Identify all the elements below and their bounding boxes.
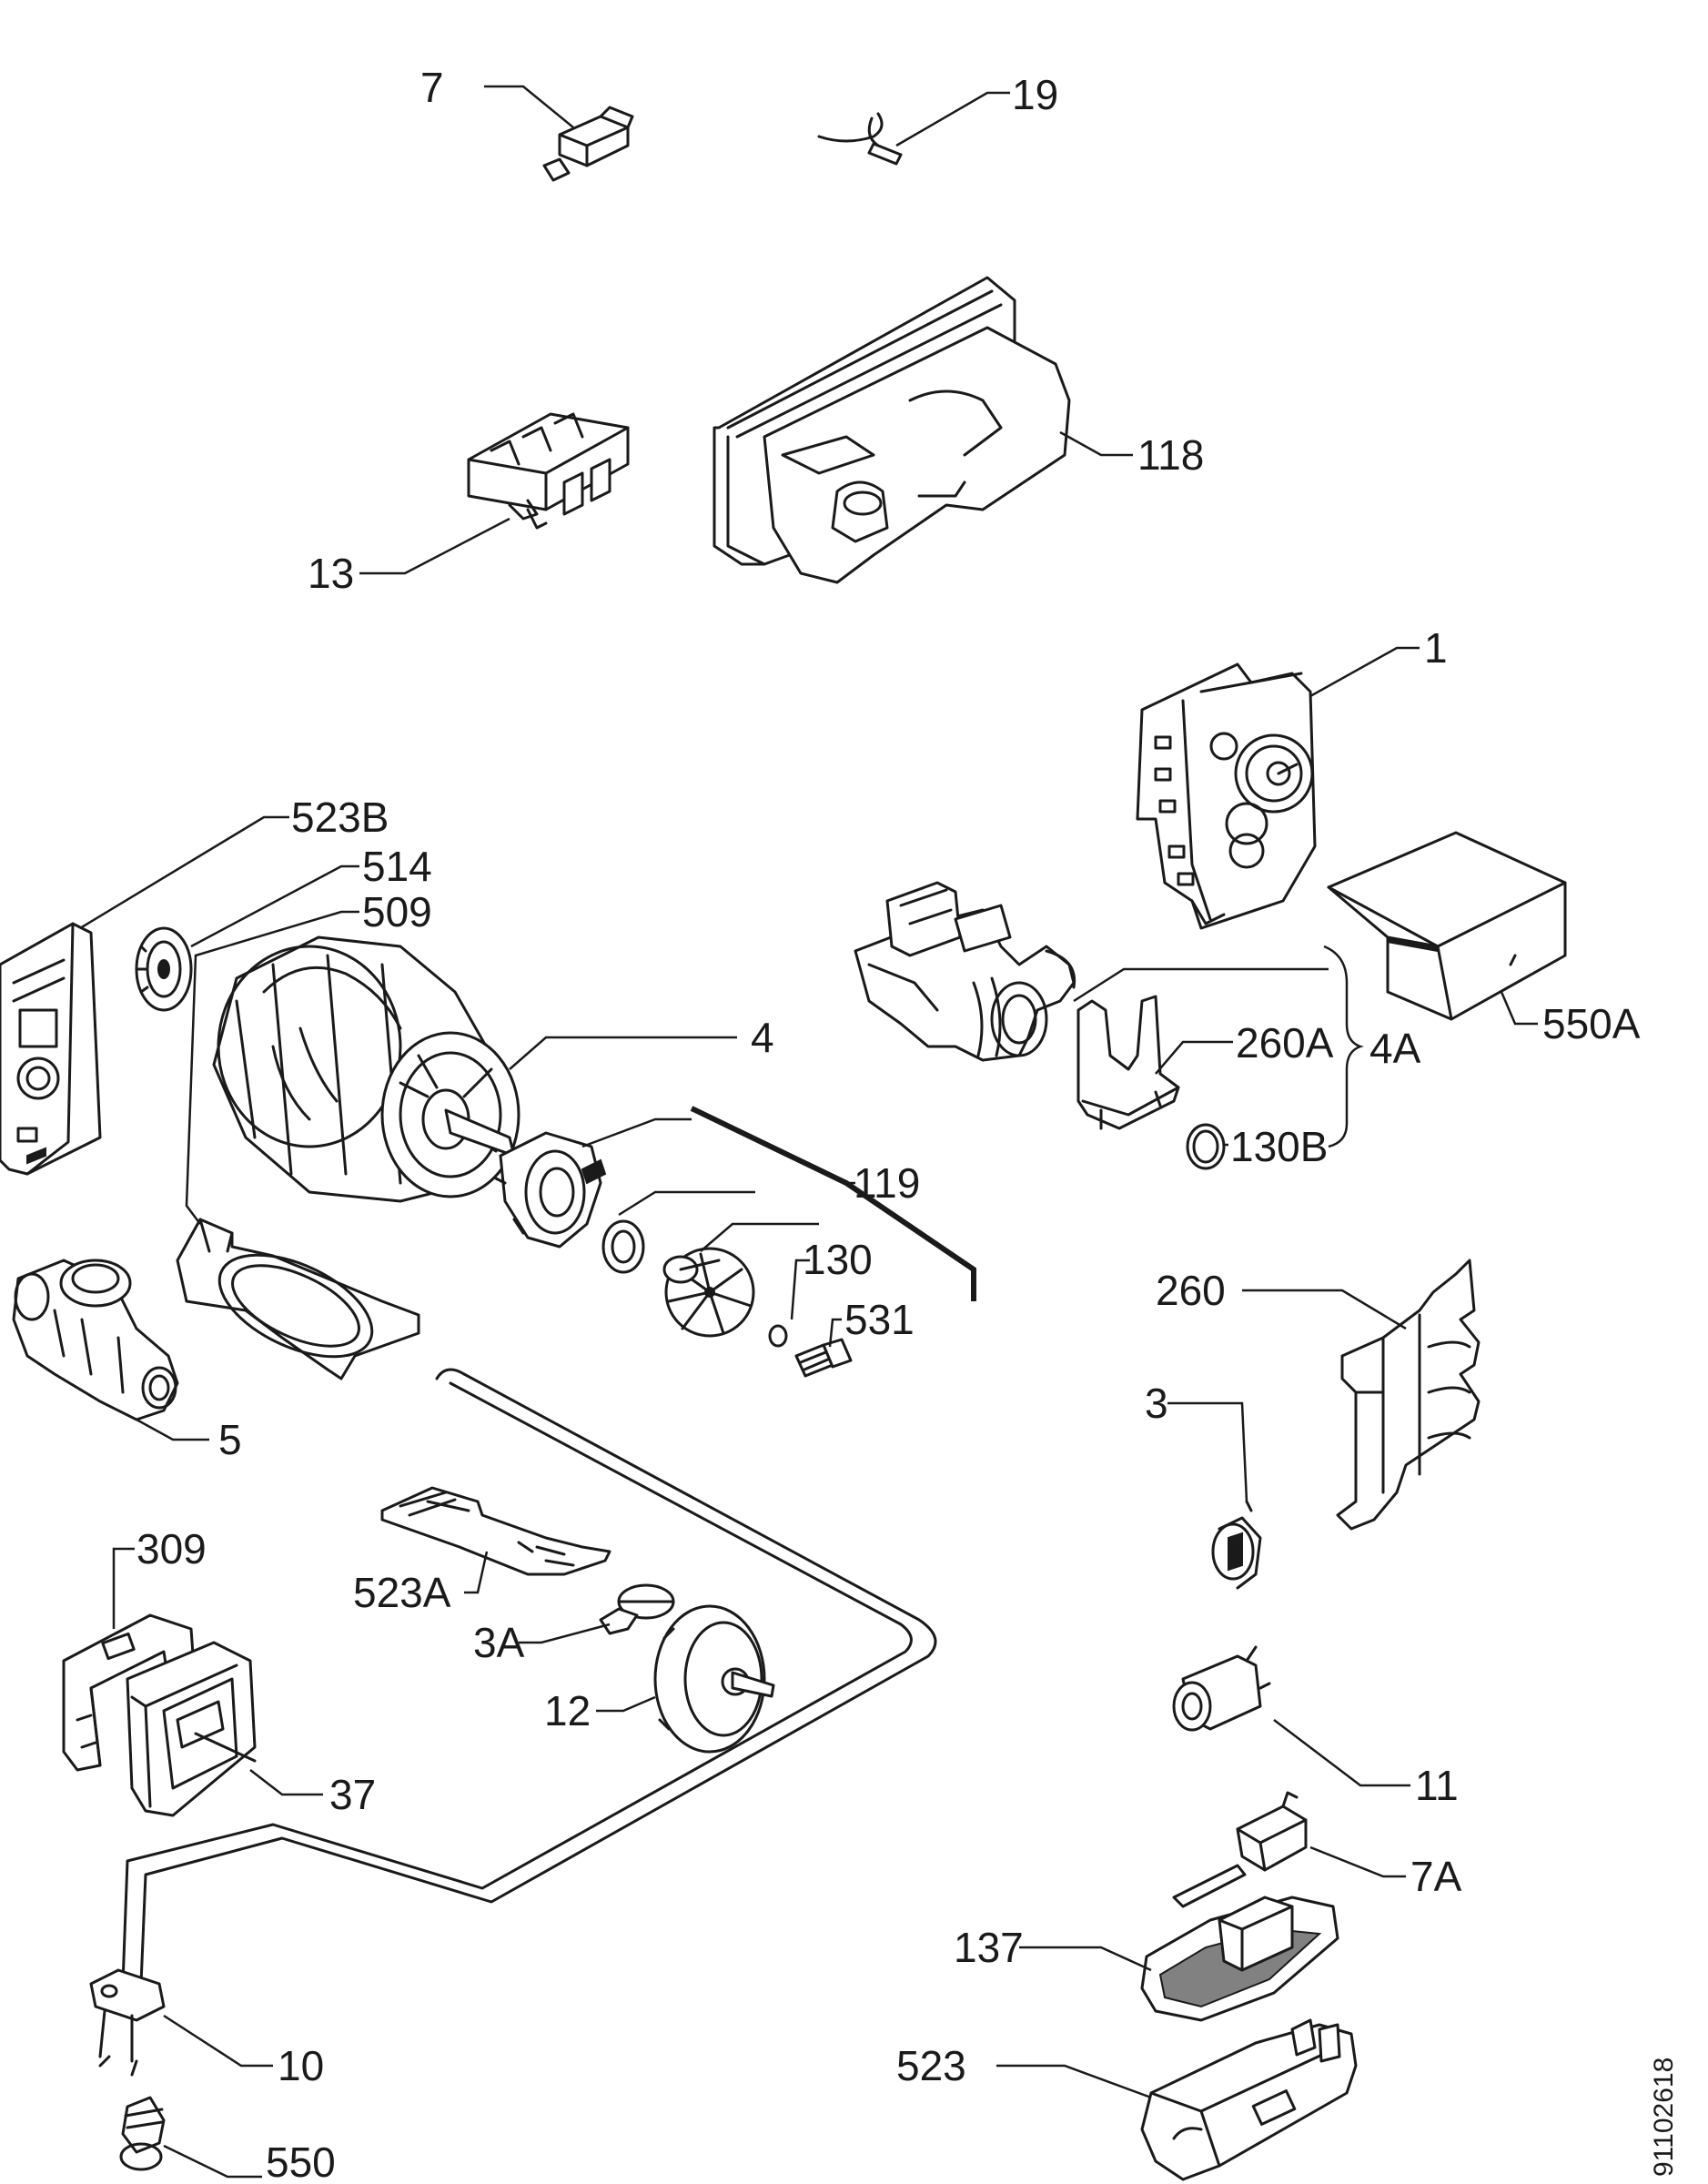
leader-1	[1309, 646, 1420, 698]
leader-531	[828, 1318, 842, 1348]
leader-260	[1242, 1289, 1407, 1330]
label-12: 12	[544, 1687, 591, 1734]
leader-550	[163, 2144, 262, 2179]
part-260A-bracket	[1076, 995, 1180, 1130]
label-7A: 7A	[1410, 1853, 1462, 1900]
part-523B-panel	[0, 922, 102, 1176]
leader-4A-top	[1073, 967, 1329, 1003]
label-260A: 260A	[1236, 1019, 1334, 1067]
label-531: 531	[844, 1296, 915, 1343]
part-1-timer	[1136, 662, 1317, 930]
leader-5	[136, 1418, 209, 1441]
label-1: 1	[1424, 624, 1448, 672]
part-3A-thermostat	[599, 1583, 675, 1635]
label-119: 119	[854, 1159, 920, 1207]
part-119-seal-housing	[494, 1131, 607, 1249]
part-309-cover	[62, 1613, 197, 1772]
part-10-heater	[89, 1368, 937, 2077]
part-19-sensor	[817, 112, 903, 166]
label-13: 13	[308, 550, 354, 597]
label-118: 118	[1137, 431, 1204, 479]
part-12-pump	[653, 1604, 775, 1754]
leader-137	[1019, 1946, 1152, 1972]
label-550: 550	[266, 2138, 336, 2184]
leader-7A	[1309, 1845, 1406, 1878]
leader-119-b	[618, 1190, 755, 1217]
document-id: 91102618	[1649, 2058, 1679, 2177]
label-4A: 4A	[1369, 1025, 1421, 1072]
label-4: 4	[751, 1014, 774, 1061]
part-509-mount	[176, 1218, 420, 1380]
leader-523B	[79, 815, 289, 930]
leader-514	[190, 864, 359, 948]
part-11-capacitor	[1172, 1645, 1271, 1732]
part-5-inlet-valve	[12, 1259, 179, 1421]
leader-118	[1059, 430, 1133, 457]
part-7A-switch	[1172, 1791, 1308, 1908]
leader-119-a	[581, 1117, 692, 1148]
leader-3	[1167, 1401, 1248, 1502]
leader-37	[249, 1769, 323, 1796]
leader-550A	[1500, 991, 1538, 1026]
part-137-float	[1140, 1896, 1339, 2022]
label-130B: 130B	[1230, 1123, 1328, 1170]
label-523: 523	[896, 2042, 966, 2089]
part-4A-valve	[854, 881, 1076, 1062]
leader-13	[359, 517, 510, 575]
leader-11	[1273, 1719, 1410, 1787]
part-523-base	[1140, 2018, 1358, 2181]
part-118-dispenser	[713, 276, 1071, 584]
leader-523A	[464, 1551, 489, 1594]
label-523A: 523A	[353, 1569, 451, 1616]
part-4-motor	[212, 935, 520, 1203]
part-119-ring	[601, 1219, 645, 1274]
label-37: 37	[329, 1771, 376, 1818]
part-531-screw	[794, 1338, 853, 1378]
leader-7	[484, 85, 574, 128]
label-10: 10	[278, 2042, 324, 2089]
label-130: 130	[803, 1236, 873, 1283]
part-514-bearing	[135, 926, 193, 1012]
part-130-ring	[768, 1324, 788, 1348]
leader-19	[895, 91, 1010, 147]
leader-130	[790, 1259, 810, 1320]
label-309: 309	[136, 1525, 207, 1572]
label-19: 19	[1012, 71, 1058, 118]
label-137: 137	[954, 1924, 1024, 1971]
part-37-box	[126, 1641, 257, 1817]
leader-260A	[1155, 1040, 1233, 1075]
part-550-plug	[119, 2096, 166, 2171]
label-7: 7	[420, 64, 444, 111]
part-119-impeller	[662, 1247, 755, 1338]
label-260: 260	[1156, 1267, 1226, 1314]
part-260-bracket	[1336, 1259, 1481, 1531]
leader-4	[509, 1036, 737, 1070]
leader-12	[596, 1695, 656, 1713]
part-130B-ring	[1186, 1123, 1226, 1170]
leader-10	[163, 2014, 273, 2068]
part-523A-bracket	[380, 1486, 611, 1576]
part-7-switch	[542, 106, 634, 182]
part-550A-box	[1327, 831, 1567, 1021]
brace-4A	[1323, 945, 1364, 1148]
callout-labels: 7 19 118 13 1 523B 514 509 4 260A 4A 130…	[136, 64, 1641, 2184]
leader-119-c	[700, 1222, 819, 1252]
label-514: 514	[362, 843, 432, 890]
label-3: 3	[1145, 1380, 1168, 1427]
label-11: 11	[1415, 1762, 1459, 1809]
label-3A: 3A	[473, 1619, 525, 1666]
part-3-thermostat	[1211, 1500, 1262, 1590]
leader-3A	[519, 1623, 611, 1644]
leader-309	[112, 1547, 135, 1629]
bracket-119	[690, 1106, 976, 1301]
label-5: 5	[218, 1416, 242, 1463]
part-13-connector	[467, 412, 630, 530]
label-509: 509	[362, 888, 432, 935]
leader-509	[185, 910, 359, 1225]
leader-523	[996, 2064, 1152, 2099]
label-550A: 550A	[1542, 1000, 1641, 1047]
label-523B: 523B	[291, 794, 389, 841]
